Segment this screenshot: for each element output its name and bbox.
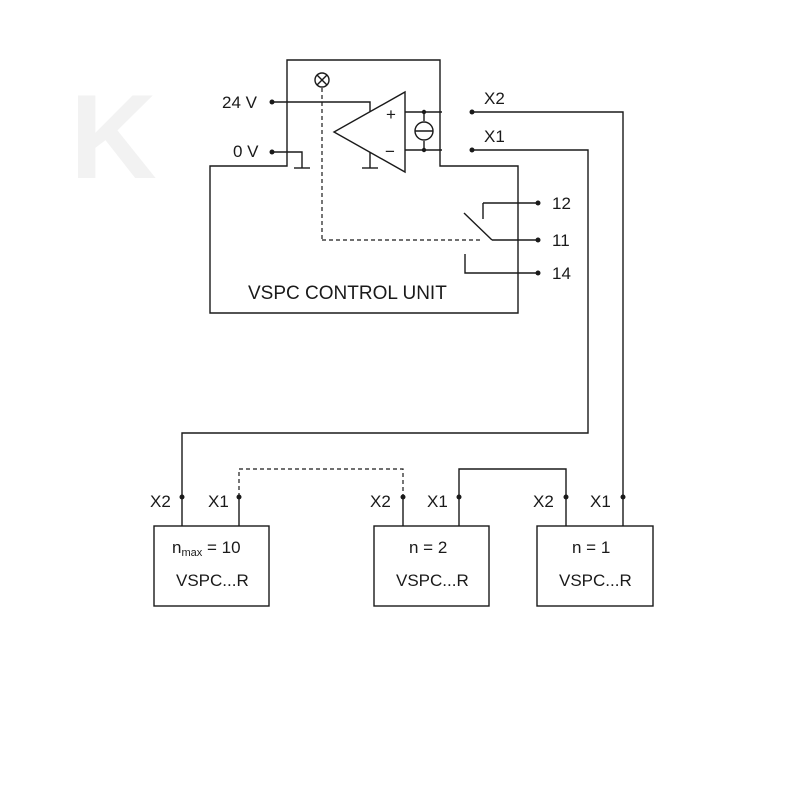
sensor-nmax-count: nmax = 10	[172, 538, 241, 559]
wire-0v	[272, 151, 303, 168]
relay-14-label: 14	[552, 264, 571, 283]
relay-wire-14	[464, 254, 538, 274]
bus-wire-chain	[458, 468, 567, 497]
watermark-logo: K	[70, 70, 157, 204]
sensor-n1-count: n = 1	[572, 538, 610, 557]
sensor-n1-x2-label: X2	[533, 492, 554, 511]
bus-wire-dashed	[238, 468, 404, 497]
sensor-n1: X2 X1 n = 1 VSPC...R	[533, 492, 654, 607]
amp-plus-sign: +	[386, 105, 396, 124]
sensor-n1-box	[536, 525, 654, 607]
control-unit-title: VSPC CONTROL UNIT	[248, 283, 447, 304]
relay-switch-icon	[463, 212, 493, 241]
sensor-n1-x1-label: X1	[590, 492, 611, 511]
relay-11-label: 11	[552, 231, 570, 250]
indicator-lamp-icon	[314, 72, 330, 88]
sensor-nmax-x2-terminal	[179, 494, 185, 500]
sensor-n2-model: VSPC...R	[396, 571, 469, 590]
sensor-nmax-model: VSPC...R	[176, 571, 249, 590]
supply-24v-label: 24 V	[222, 93, 258, 112]
amp-minus-sign: −	[385, 142, 395, 161]
current-source-icon	[414, 121, 434, 141]
sensor-nmax-x1-label: X1	[208, 492, 229, 511]
sensor-n2-x1-terminal	[456, 494, 462, 500]
output-x1-label: X1	[484, 127, 505, 146]
sensor-n2-count: n = 2	[409, 538, 447, 557]
terminal-11	[535, 237, 541, 243]
sensor-nmax: X2 X1 nmax = 10 VSPC...R	[150, 492, 270, 607]
control-unit-housing	[209, 59, 519, 314]
sensor-nmax-x2-label: X2	[150, 492, 171, 511]
output-x2-label: X2	[484, 89, 505, 108]
bus-wire-x2	[472, 111, 624, 497]
sensor-n2-x1-label: X1	[427, 492, 448, 511]
sensor-nmax-x1-terminal	[236, 494, 242, 500]
relay-12-label: 12	[552, 194, 571, 213]
terminal-12	[535, 200, 541, 206]
sensor-2-leads	[402, 497, 460, 526]
sensor-3-leads	[565, 497, 624, 526]
junction-minus	[421, 147, 427, 153]
wire-24v	[272, 101, 371, 112]
sensor-n1-x1-terminal	[620, 494, 626, 500]
sensor-n1-x2-terminal	[563, 494, 569, 500]
junction-plus	[421, 109, 427, 115]
sensor-n1-model: VSPC...R	[559, 571, 632, 590]
sensor-n2: X2 X1 n = 2 VSPC...R	[370, 492, 490, 607]
sensor-nmax-box	[153, 525, 270, 607]
supply-0v-label: 0 V	[233, 142, 259, 161]
sensor-1-leads	[181, 497, 240, 526]
bus-wire-x1	[181, 149, 589, 497]
sensor-n2-box	[373, 525, 490, 607]
sensor-n2-x2-label: X2	[370, 492, 391, 511]
terminal-14	[535, 270, 541, 276]
sensor-n2-x2-terminal	[400, 494, 406, 500]
